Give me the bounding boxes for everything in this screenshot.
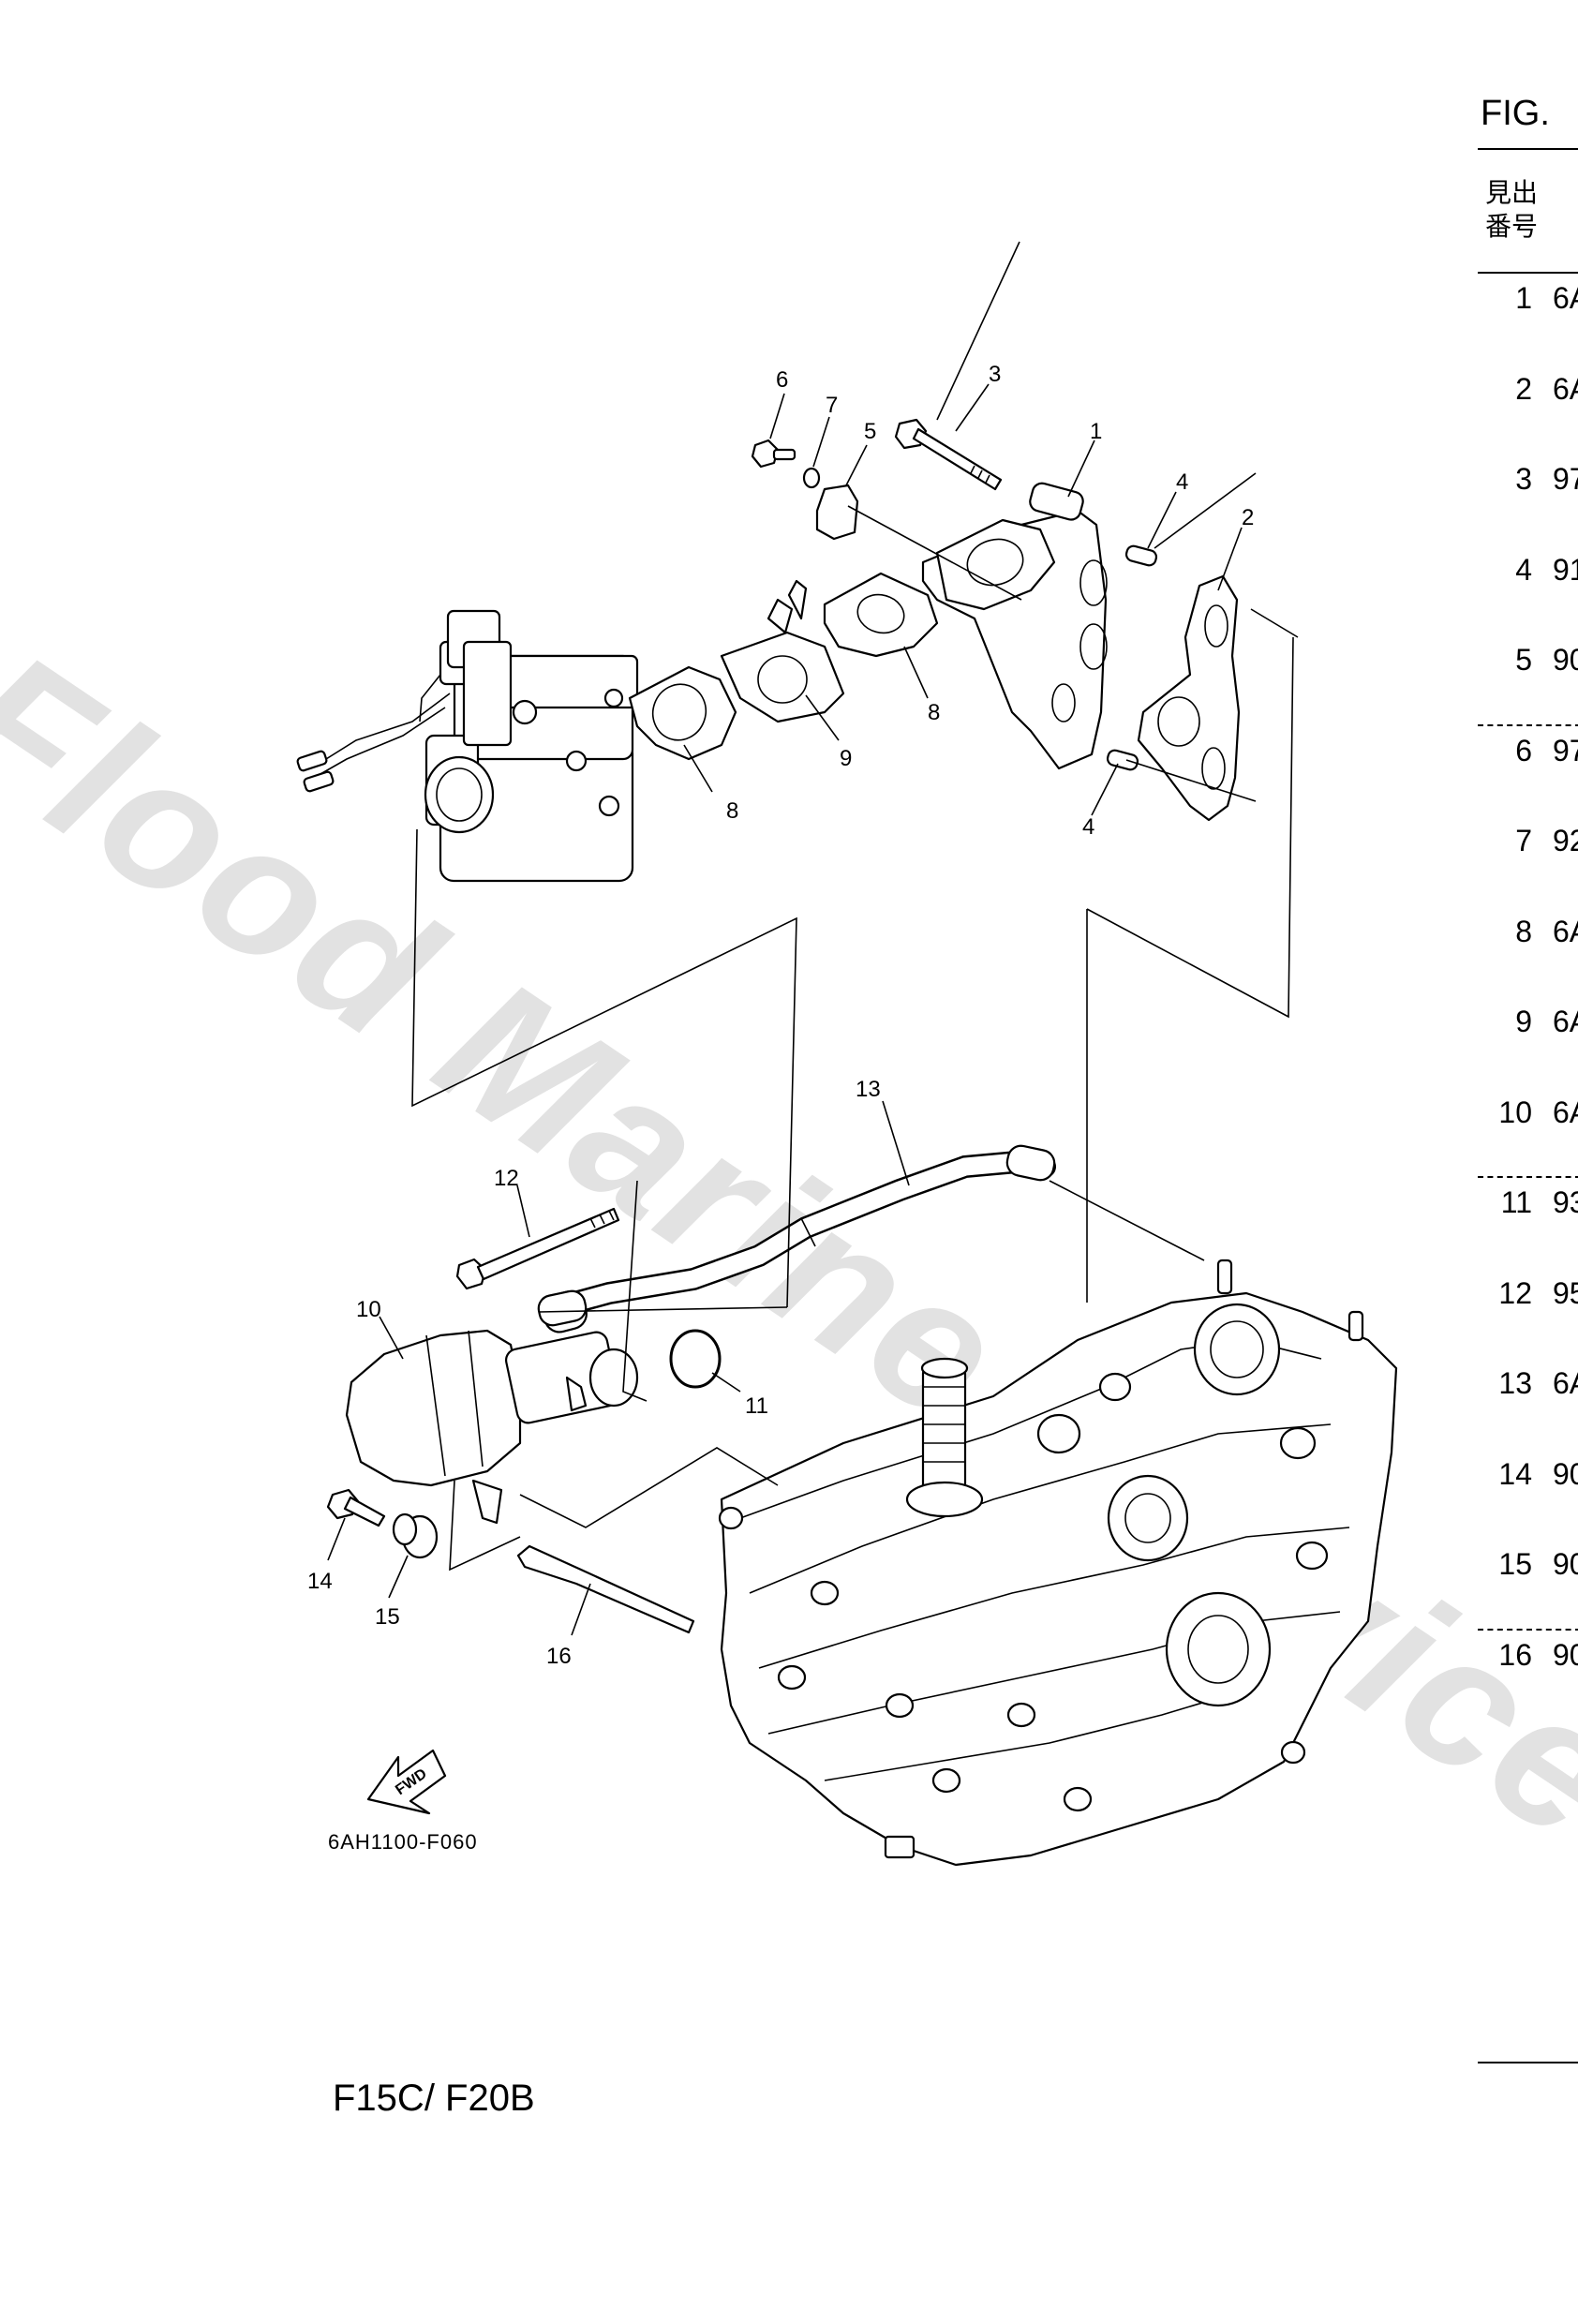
callout-15: 15	[375, 1604, 400, 1630]
manifold-gasket-drawing	[1137, 574, 1241, 822]
cylinder-block-drawing	[718, 1259, 1398, 1867]
silencer-bolt-drawing	[455, 1207, 620, 1290]
callout-9: 9	[840, 746, 852, 771]
callout-14: 14	[307, 1569, 333, 1594]
alignment-lines	[411, 241, 1299, 1572]
model-label: F15C/ F20B	[333, 2078, 535, 2119]
diagram-code: 6AH1100-F060	[328, 1830, 478, 1854]
callout-11: 11	[745, 1393, 768, 1419]
gasket-left	[628, 665, 737, 761]
callout-5: 5	[864, 419, 876, 444]
table-top-rule	[1478, 272, 1578, 274]
carburetor-drawing	[296, 609, 639, 883]
callout-7: 7	[826, 393, 838, 418]
dowel-pin-upper	[1124, 544, 1158, 567]
bolt-long-drawing	[894, 418, 1003, 491]
cable-tie	[516, 1544, 695, 1634]
ref-column-header: 見出 番号	[1485, 176, 1538, 244]
o-ring	[669, 1329, 722, 1389]
callout-12: 12	[494, 1166, 519, 1191]
callout-2: 2	[1242, 505, 1254, 530]
callouts: 1 2 3 4 4 5 6 7 8 8 9 10 11	[307, 362, 1254, 1669]
washer	[802, 467, 821, 489]
callout-10: 10	[356, 1297, 381, 1322]
callout-13: 13	[856, 1077, 881, 1102]
callout-4a: 4	[1176, 469, 1188, 495]
footer-rule	[1478, 2062, 1578, 2063]
table-row: 136A	[1498, 1366, 1578, 1400]
dowel-pin-lower	[1106, 749, 1139, 771]
callout-3: 3	[989, 362, 1001, 387]
header-rule	[1478, 148, 1578, 150]
carburetor-joint-drawing	[720, 579, 845, 723]
table-row: 86A	[1515, 914, 1578, 948]
small-bolt-drawing	[751, 439, 796, 469]
grommet-bolt-drawing	[326, 1488, 386, 1527]
callout-8a: 8	[726, 798, 738, 824]
callout-6: 6	[776, 367, 788, 393]
intake-manifold-drawing	[921, 482, 1108, 770]
breather-hose-drawing	[537, 1144, 1056, 1327]
table-row: 106A	[1498, 1095, 1578, 1129]
silencer-drawing	[345, 1290, 639, 1525]
header-line-2: 番号	[1485, 211, 1539, 242]
parts-table: 16A 26A 397 491 590 697 792 86A 96A 106A…	[1478, 272, 1578, 1719]
callout-16: 16	[546, 1644, 572, 1669]
table-row: 96A	[1515, 1005, 1578, 1038]
callout-8b: 8	[928, 700, 940, 725]
gasket-right	[823, 572, 939, 658]
grommet-drawing	[392, 1512, 439, 1559]
header-line-1: 見出	[1485, 177, 1539, 208]
table-row: 16A	[1515, 281, 1578, 315]
hose-clamp	[815, 484, 859, 541]
fwd-arrow-icon: FWD	[366, 1749, 447, 1815]
table-row: 26A	[1515, 371, 1578, 406]
callout-4b: 4	[1082, 814, 1094, 840]
callout-1: 1	[1090, 419, 1102, 444]
fig-label: FIG.	[1481, 94, 1550, 133]
